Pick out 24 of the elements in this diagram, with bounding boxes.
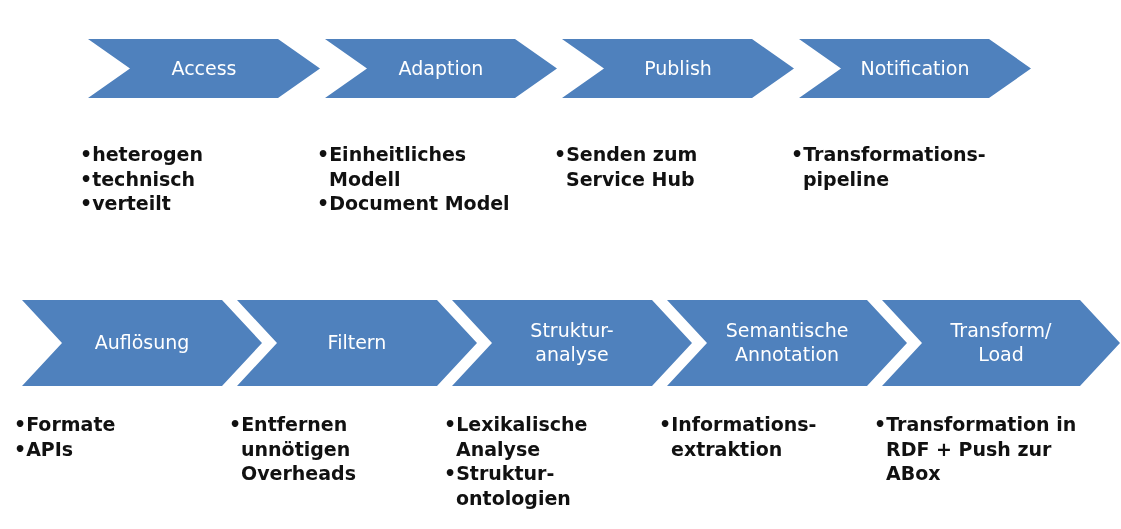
step-title: Adaption [398, 56, 484, 81]
step-title: Notification [860, 56, 970, 81]
bullet-text: •technisch [80, 166, 197, 192]
step-title: Access [171, 56, 237, 81]
bullet-text: •Struktur-ontologien [444, 461, 572, 511]
bullet-text: •heterogen [80, 142, 204, 167]
bullet-text: •Transformation in RDF + Push zur ABox [874, 412, 1078, 487]
step-title: Semantische Annotation [724, 319, 850, 367]
step-title: Struktur-analyse [529, 319, 615, 367]
bullet-text: •Transformations-pipeline [791, 142, 987, 192]
bullet-text: •verteilt [80, 191, 172, 217]
step-title: Transform/ Load [949, 319, 1053, 367]
bullet-text: •Document Model [317, 191, 511, 217]
chevron-step [882, 300, 1120, 386]
step-title: Auflösung [94, 331, 190, 355]
bullet-text: •Lexikalische Analyse [444, 412, 589, 462]
bullet-text: •Einheitliches Modell [317, 142, 468, 192]
step-title: Filtern [327, 331, 387, 355]
bullet-text: •APIs [14, 436, 75, 462]
bullet-text: •Entfernen unnötigen Overheads [229, 412, 357, 487]
step-title: Publish [644, 56, 712, 81]
bullet-text: •Formate [14, 412, 117, 437]
bullet-text: •Informations-extraktion [659, 412, 818, 462]
bullet-text: •Senden zum Service Hub [554, 142, 699, 192]
